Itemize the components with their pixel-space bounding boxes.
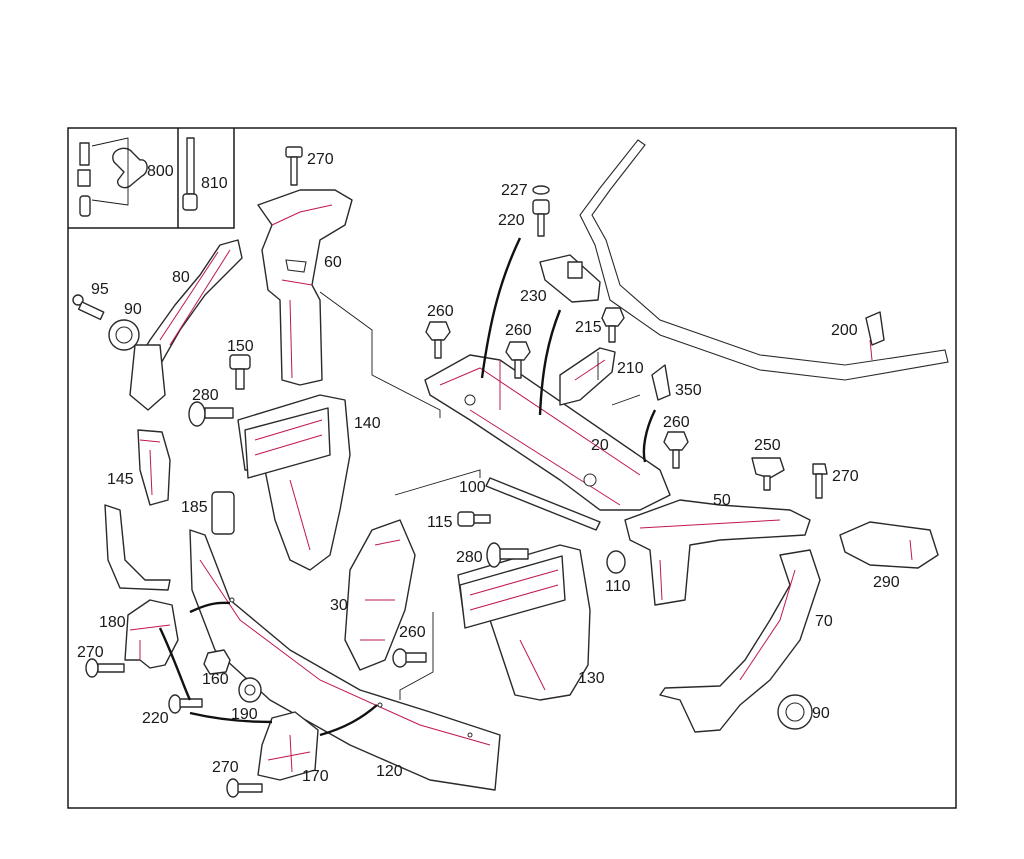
label-350: 350	[675, 382, 702, 399]
nut-110	[606, 550, 626, 574]
clip-190	[238, 677, 262, 703]
bracket-145	[104, 344, 171, 591]
label-220-left: 220	[142, 710, 169, 727]
strip-100	[485, 477, 601, 531]
label-115: 115	[427, 514, 453, 531]
direction-arrows	[158, 237, 657, 737]
label-100: 100	[459, 479, 486, 496]
bolt-260-d	[663, 431, 689, 469]
label-140: 140	[354, 415, 381, 432]
bolt-215	[601, 307, 625, 343]
bolt-270-right	[812, 463, 828, 499]
bolt-270-top	[285, 146, 303, 186]
bolt-150	[229, 354, 251, 390]
cross-member-20	[424, 354, 671, 511]
diagram-frame	[67, 127, 957, 809]
leader-lines	[319, 291, 641, 700]
label-230: 230	[520, 288, 547, 305]
pin-220	[532, 199, 550, 237]
label-250: 250	[754, 437, 781, 454]
bolt-115	[457, 511, 491, 527]
label-290: 290	[873, 574, 900, 591]
label-260-d: 260	[663, 414, 690, 431]
label-70: 70	[815, 613, 833, 630]
grommet-90-left	[108, 319, 140, 351]
bracket-50	[624, 499, 811, 606]
bolt-280-left	[188, 401, 234, 427]
bracket-170	[257, 711, 319, 781]
label-20: 20	[591, 437, 609, 454]
label-260-b: 260	[505, 322, 532, 339]
label-50: 50	[713, 492, 731, 509]
label-280-right: 280	[456, 549, 483, 566]
nut-160	[203, 649, 231, 675]
grommet-90-right	[777, 694, 813, 730]
screw-95	[72, 294, 105, 321]
ring-227	[532, 185, 550, 195]
label-270-right: 270	[832, 468, 859, 485]
bolt-280-right	[486, 542, 529, 568]
bolt-270-left	[85, 658, 125, 678]
label-810: 810	[201, 175, 228, 192]
label-270-top: 270	[307, 151, 334, 168]
bolt-220-left	[168, 694, 203, 714]
label-185: 185	[181, 499, 208, 516]
label-210: 210	[617, 360, 644, 377]
label-80: 80	[172, 269, 190, 286]
label-30: 30	[330, 597, 348, 614]
label-160: 160	[202, 671, 229, 688]
bracket-180	[124, 599, 179, 669]
bumper-beam-120	[189, 529, 501, 791]
spacer-185	[211, 491, 235, 535]
label-270-left: 270	[77, 644, 104, 661]
label-130: 130	[578, 670, 605, 687]
label-270-bottom: 270	[212, 759, 239, 776]
bolt-270-bottom	[226, 778, 263, 798]
label-260-mid: 260	[399, 624, 426, 641]
inset-box	[68, 128, 235, 229]
label-95: 95	[91, 281, 109, 298]
bolt-260-a	[425, 321, 451, 359]
label-145: 145	[107, 471, 134, 488]
label-800: 800	[147, 163, 174, 180]
bracket-230	[539, 254, 601, 303]
nut-250	[751, 457, 785, 491]
label-90-right: 90	[812, 705, 830, 722]
crash-box-140	[237, 394, 351, 571]
rivet-810	[182, 137, 198, 211]
crash-box-130	[457, 544, 591, 701]
label-120: 120	[376, 763, 403, 780]
label-190: 190	[231, 706, 258, 723]
bracket-70	[659, 549, 821, 733]
label-150: 150	[227, 338, 254, 355]
bracket-210	[559, 347, 616, 406]
bracket-30	[344, 519, 416, 671]
label-220-top: 220	[498, 212, 525, 229]
label-90-left: 90	[124, 301, 142, 318]
label-200: 200	[831, 322, 858, 339]
part-labels: 800 810 270 60 80 95 90 150 280 140 145 …	[77, 151, 900, 785]
label-110: 110	[605, 578, 631, 595]
bolt-260-mid	[392, 648, 427, 668]
label-180: 180	[99, 614, 126, 631]
label-227: 227	[501, 182, 528, 199]
cable-200	[579, 139, 949, 381]
bracket-60	[257, 189, 353, 386]
fastener-kit-800	[77, 137, 148, 217]
clip-350	[651, 364, 671, 401]
label-260-a: 260	[427, 303, 454, 320]
label-280-left: 280	[192, 387, 219, 404]
label-170: 170	[302, 768, 329, 785]
bolt-260-b	[505, 341, 531, 379]
cover-290	[839, 521, 939, 569]
label-215: 215	[575, 319, 602, 336]
label-60: 60	[324, 254, 342, 271]
